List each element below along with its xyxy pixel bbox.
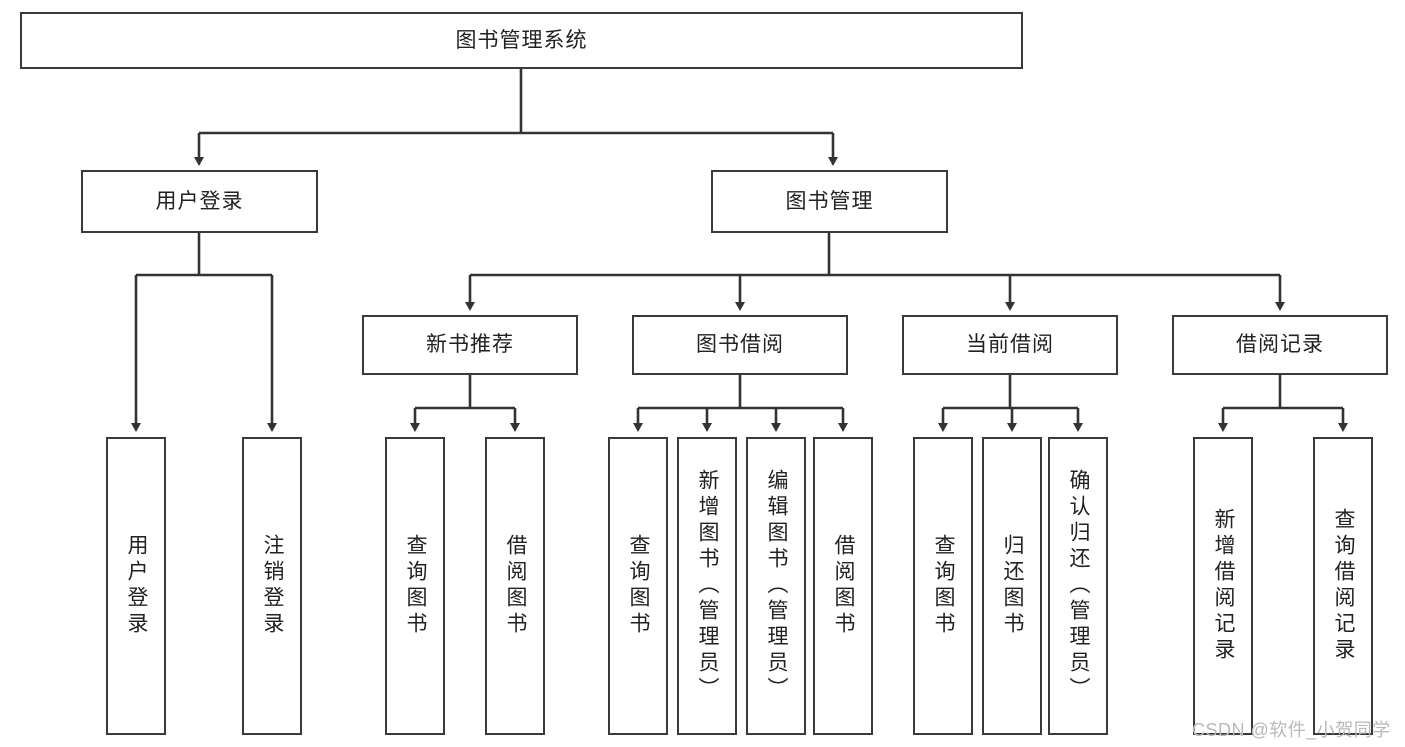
leaf-label: 归还图书 xyxy=(1001,534,1025,638)
node-label: 当前借阅 xyxy=(966,333,1054,357)
leaf-query-book-current[interactable]: 查询图书 xyxy=(913,437,973,735)
node-root-book-management-system[interactable]: 图书管理系统 xyxy=(20,12,1023,69)
node-label: 用户登录 xyxy=(155,189,244,213)
leaf-label: 新增图书（管理员） xyxy=(696,469,720,703)
leaf-return-book[interactable]: 归还图书 xyxy=(982,437,1042,735)
leaf-confirm-return-admin[interactable]: 确认归还（管理员） xyxy=(1048,437,1108,735)
leaf-borrow-book-recommend[interactable]: 借阅图书 xyxy=(485,437,545,735)
node-new-book-recommendation[interactable]: 新书推荐 xyxy=(362,315,578,375)
leaf-add-book-admin[interactable]: 新增图书（管理员） xyxy=(677,437,737,735)
node-label: 图书借阅 xyxy=(696,333,784,357)
leaf-user-login[interactable]: 用户登录 xyxy=(106,437,166,735)
node-label: 借阅记录 xyxy=(1236,333,1324,357)
leaf-borrow-book[interactable]: 借阅图书 xyxy=(813,437,873,735)
node-label: 新书推荐 xyxy=(426,333,514,357)
leaf-edit-book-admin[interactable]: 编辑图书（管理员） xyxy=(746,437,806,735)
leaf-label: 借阅图书 xyxy=(504,534,528,638)
leaf-label: 新增借阅记录 xyxy=(1212,508,1236,664)
leaf-label: 借阅图书 xyxy=(832,534,856,638)
leaf-label: 用户登录 xyxy=(125,534,149,638)
node-user-login[interactable]: 用户登录 xyxy=(81,170,318,233)
leaf-query-book-borrow[interactable]: 查询图书 xyxy=(608,437,668,735)
leaf-label: 查询图书 xyxy=(627,534,651,638)
leaf-query-book-recommend[interactable]: 查询图书 xyxy=(385,437,445,735)
leaf-logout[interactable]: 注销登录 xyxy=(242,437,302,735)
node-current-borrow[interactable]: 当前借阅 xyxy=(902,315,1118,375)
leaf-label: 确认归还（管理员） xyxy=(1067,469,1091,703)
leaf-label: 编辑图书（管理员） xyxy=(765,469,789,703)
leaf-label: 查询图书 xyxy=(404,534,428,638)
leaf-label: 查询借阅记录 xyxy=(1332,508,1356,664)
node-label: 图书管理系统 xyxy=(455,28,588,52)
leaf-label: 查询图书 xyxy=(932,534,956,638)
leaf-query-borrow-record[interactable]: 查询借阅记录 xyxy=(1313,437,1373,735)
node-book-management[interactable]: 图书管理 xyxy=(711,170,948,233)
node-book-borrow[interactable]: 图书借阅 xyxy=(632,315,848,375)
watermark-csdn: CSDN @软件_小贺同学 xyxy=(1192,720,1391,740)
node-label: 图书管理 xyxy=(785,189,874,213)
leaf-add-borrow-record[interactable]: 新增借阅记录 xyxy=(1193,437,1253,735)
node-borrow-records[interactable]: 借阅记录 xyxy=(1172,315,1388,375)
leaf-label: 注销登录 xyxy=(261,534,285,638)
